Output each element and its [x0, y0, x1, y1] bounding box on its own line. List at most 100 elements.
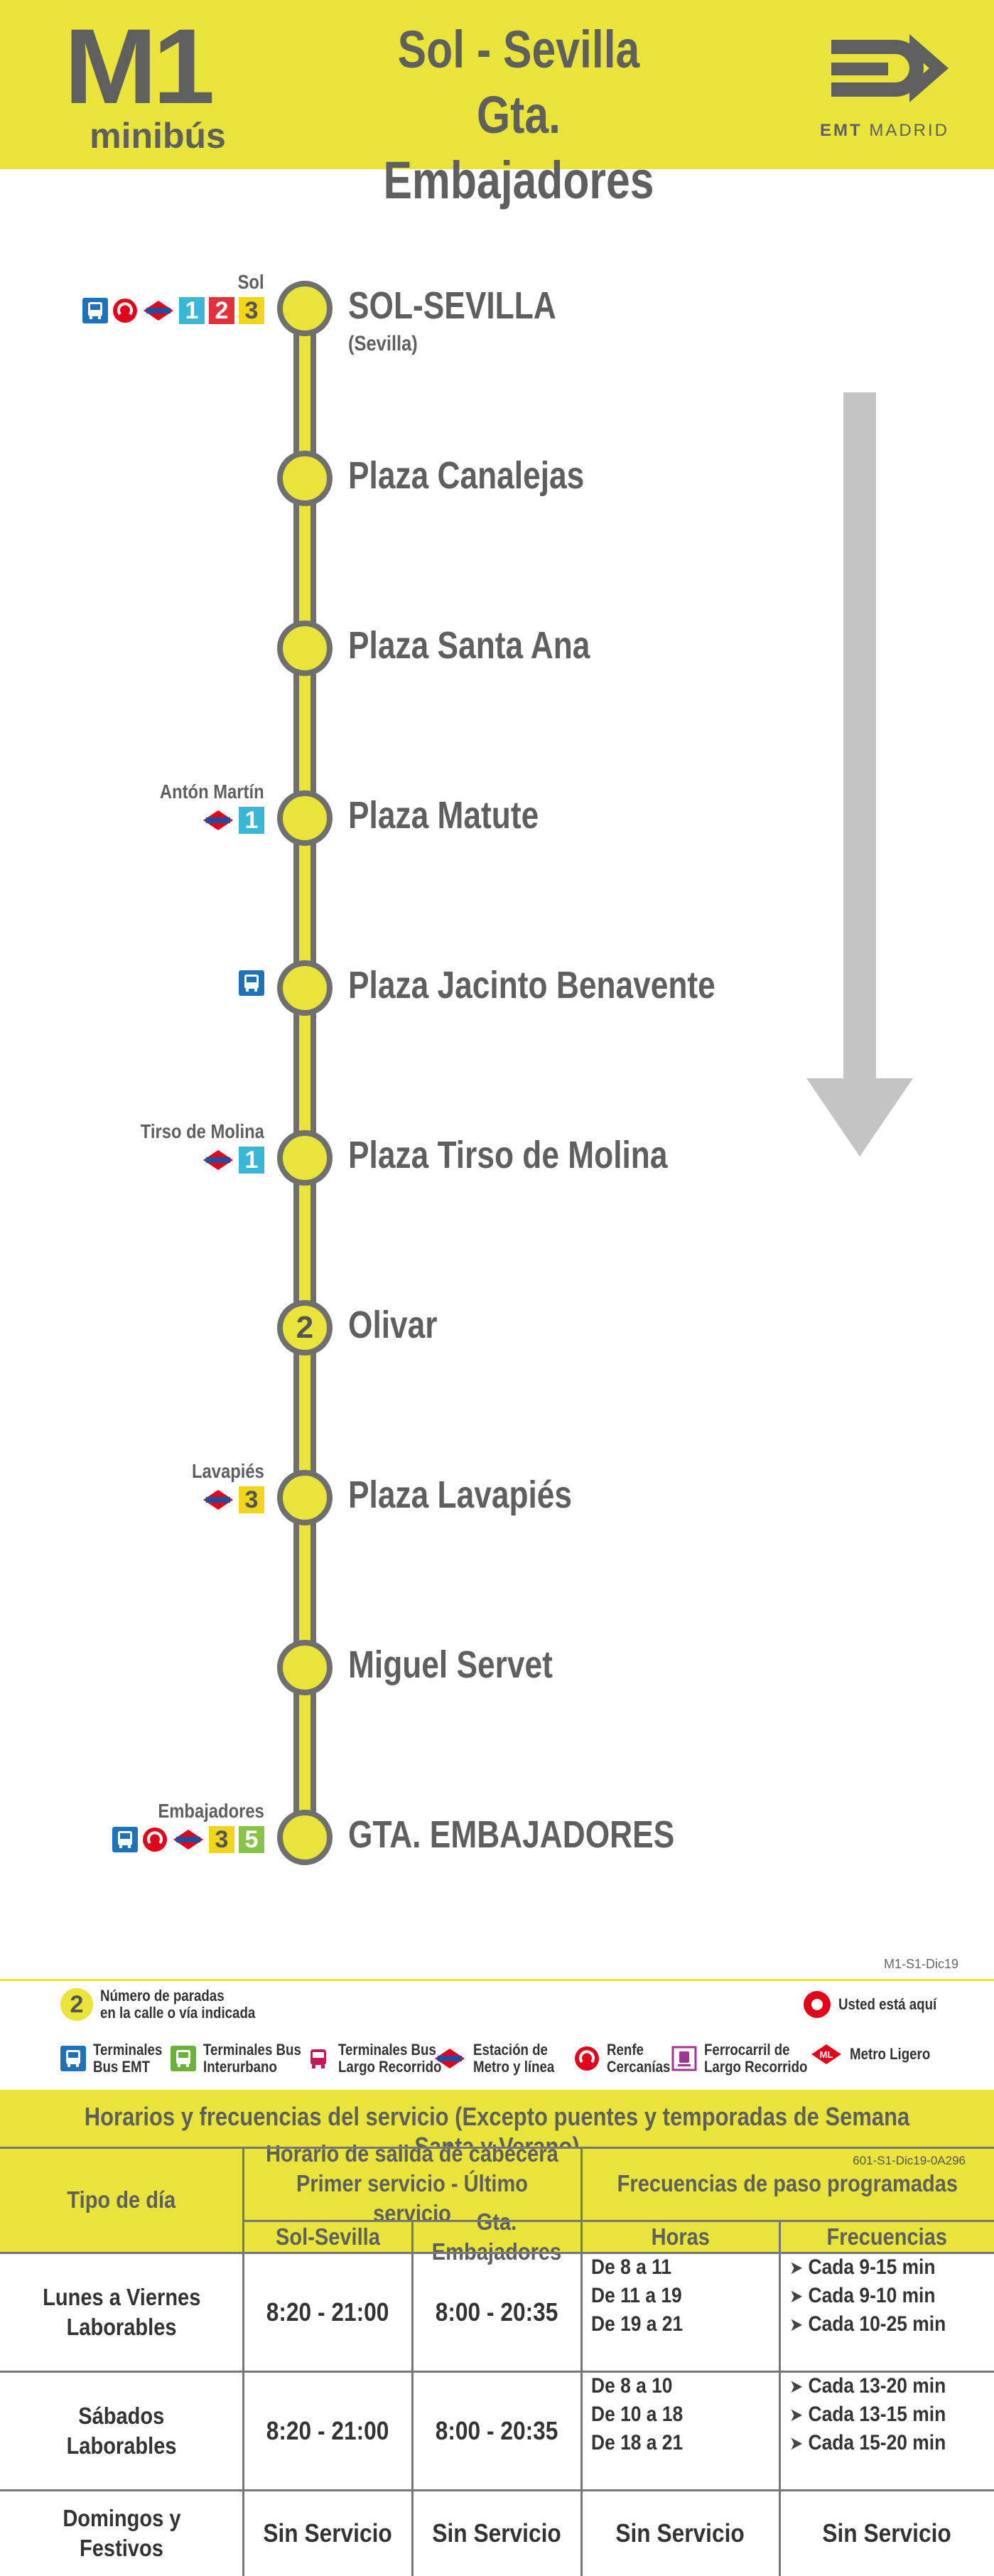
route-stop: Miguel Servet: [0, 1640, 994, 1704]
stop-name: Plaza Jacinto Benavente: [348, 964, 715, 1007]
stop-name: Olivar: [348, 1304, 438, 1346]
connection-station-name: Antón Martín: [160, 780, 264, 803]
grid-line: [0, 2147, 994, 2149]
td-embajadores: 8:00 - 20:35: [435, 2297, 558, 2327]
stop-subtitle: (Sevilla): [348, 332, 418, 355]
th-sol: Sol-Sevilla: [243, 2221, 412, 2253]
legend-code: M1-S1-Dic19: [883, 1957, 958, 1971]
grid-line: [411, 2221, 414, 2576]
stop-marker: [277, 451, 333, 506]
renfe-cercanias-icon: [113, 299, 137, 323]
bus-emt-icon: [82, 298, 108, 323]
route-stop: Plaza Canalejas: [0, 451, 994, 515]
grid-line: [242, 2147, 244, 2576]
route-line: [299, 307, 310, 1832]
td-sol-sevilla: 8:20 - 21:00: [266, 2416, 389, 2445]
arrow-icon: ➤: [789, 2432, 804, 2454]
th-hours: Horas: [581, 2221, 779, 2253]
th-day: Tipo de día: [0, 2147, 243, 2253]
route-origin: Sol - Sevilla: [397, 20, 640, 79]
td-frequencies: ➤ Cada 13-20 min➤ Cada 13-15 min➤ Cada 1…: [789, 2374, 946, 2454]
timetable-code: 601-S1-Dic19-0A296: [853, 2154, 966, 2167]
arrow-icon: ➤: [789, 2376, 804, 2397]
arrow-icon: ➤: [789, 2285, 804, 2307]
td-frequencies: ➤ Cada 9-15 min➤ Cada 9-10 min➤ Cada 10-…: [789, 2255, 946, 2336]
stop-name: Plaza Lavapiés: [348, 1474, 573, 1516]
route-stop: Plaza Jacinto Benavente: [0, 960, 994, 1024]
th-embajadores: Gta. Embajadores: [412, 2209, 581, 2265]
stop-marker: [277, 1130, 333, 1186]
legend-you-are-here: Usted está aquí: [803, 1990, 954, 2019]
arrow-icon: ➤: [789, 2257, 804, 2278]
bus-emt-icon: [112, 1827, 138, 1852]
td-sol-sevilla: Sin Servicio: [263, 2518, 392, 2548]
stop-name: Miguel Servet: [348, 1643, 553, 1686]
timetable: Tipo de día Horario de salida de cabecer…: [0, 2140, 994, 2576]
metro-icon: [144, 301, 173, 321]
td-embajadores: Sin Servicio: [432, 2518, 561, 2548]
stop-name: Plaza Santa Ana: [348, 624, 590, 667]
direction-arrow-icon: [806, 392, 913, 1156]
connection-station-name: Tirso de Molina: [140, 1120, 264, 1142]
stop-name: Plaza Matute: [348, 794, 539, 837]
connections: 1: [202, 806, 264, 834]
grid-line: [779, 2221, 781, 2576]
metro-line-badge: 1: [239, 807, 264, 834]
metro-line-badge: 2: [209, 297, 234, 324]
stop-name: GTA. EMBAJADORES: [348, 1813, 675, 1856]
line-type: minibús: [90, 116, 226, 156]
emt-logo-icon: [831, 34, 949, 102]
timetable-banner: [0, 2090, 994, 2147]
connections: 1: [202, 1146, 264, 1174]
legend-text: Usted está aquí: [838, 1995, 937, 2013]
metro-icon: [435, 2049, 465, 2068]
header-banner: M1 minibús Sol - Sevilla Gta. Embajadore…: [0, 0, 994, 210]
stop-marker: 2: [277, 1300, 333, 1356]
metro-line-badge: 3: [209, 1826, 234, 1853]
td-embajadores: 8:00 - 20:35: [435, 2416, 558, 2445]
legend-text: en la calle o vía indicada: [100, 2004, 256, 2022]
th-frequency: Frecuencias de paso programadas: [581, 2147, 994, 2221]
connection-station-name: Sol: [237, 271, 264, 293]
stop-count-badge: 2: [60, 1988, 93, 2021]
connection-station-name: Embajadores: [158, 1800, 264, 1822]
grid-line: [0, 2371, 994, 2373]
route-stop: 2 Olivar: [0, 1300, 994, 1364]
metro-icon: [203, 1490, 233, 1510]
arrow-icon: ➤: [789, 2404, 804, 2425]
stop-name: SOL-SEVILLA: [348, 284, 556, 327]
td-hours: Sin Servicio: [615, 2518, 745, 2548]
stop-marker: [277, 790, 333, 846]
emt-brand: EMT MADRID: [819, 121, 949, 140]
th-frequencies: Frecuencias: [779, 2221, 994, 2253]
td-sol-sevilla: 8:20 - 21:00: [266, 2297, 389, 2327]
bus-emt-icon: [60, 2046, 86, 2071]
line-code: M1: [64, 6, 215, 126]
connections: 3: [202, 1486, 264, 1514]
grid-line: [580, 2147, 583, 2576]
metro-line-badge: 1: [179, 297, 205, 324]
arrow-icon: ➤: [789, 2314, 804, 2335]
grid-line: [0, 2252, 994, 2254]
connections: [239, 969, 264, 997]
stop-marker: [277, 1640, 333, 1695]
